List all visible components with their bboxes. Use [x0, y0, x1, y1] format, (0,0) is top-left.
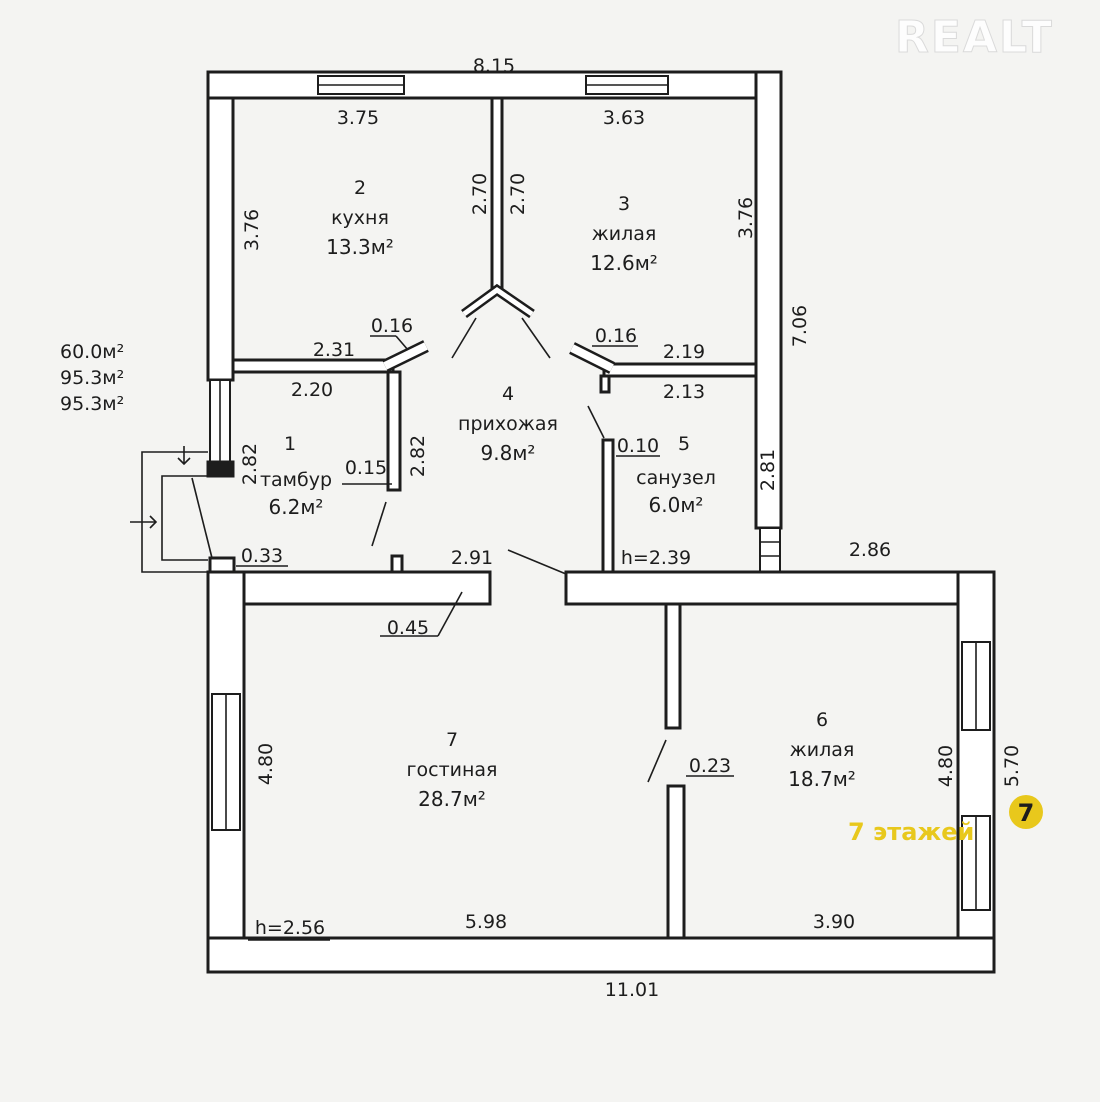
dim-living-wall: 0.45: [387, 617, 429, 639]
svg-text:6.2м²: 6.2м²: [269, 495, 324, 519]
wall-lower-top-left: [206, 570, 492, 606]
dim-room3-top: 3.63: [603, 107, 645, 129]
wall-living-room6-lower: [666, 784, 686, 940]
svg-text:18.7м²: 18.7м²: [788, 767, 856, 791]
dim-vestibule-right: 2.82: [407, 435, 429, 477]
dim-room3-bottom: 2.19: [663, 341, 705, 363]
svg-text:тамбур: тамбур: [260, 469, 332, 491]
dim-living-left: 4.80: [255, 743, 277, 785]
dim-living-bottom: 5.98: [465, 911, 507, 933]
room-living: 7 гостиная 28.7м²: [407, 729, 498, 811]
wall-lower-right: [956, 570, 996, 974]
dim-top-total: 8.15: [473, 55, 515, 77]
wall-bath-left: [601, 438, 615, 574]
total-area-1: 60.0м²: [60, 341, 124, 363]
svg-text:3: 3: [618, 193, 630, 215]
brand-logo: 7 этажей 7: [848, 795, 1043, 846]
svg-text:28.7м²: 28.7м²: [418, 787, 486, 811]
wall-upper-left: [206, 70, 235, 382]
room-kitchen: 2 кухня 13.3м²: [326, 177, 394, 259]
wall-kitchen-bottom: [231, 358, 395, 374]
dim-vestibule-top: 2.20: [291, 379, 333, 401]
dim-entry-wall: 0.33: [241, 545, 283, 567]
room-3: 3 жилая 12.6м²: [590, 193, 658, 275]
dim-vestibule-left: 2.82: [239, 443, 261, 485]
dim-living-height: h=2.56: [255, 917, 325, 939]
svg-text:7: 7: [1018, 799, 1035, 827]
dim-room6-right-inner: 4.80: [935, 745, 957, 787]
svg-text:4: 4: [502, 383, 514, 405]
svg-text:7: 7: [446, 729, 458, 751]
svg-text:9.8м²: 9.8м²: [481, 441, 536, 465]
dim-kitchen-bottom: 2.31: [313, 339, 355, 361]
window-bath: [759, 527, 781, 573]
dim-right-top: 2.86: [849, 539, 891, 561]
svg-text:13.3м²: 13.3м²: [326, 235, 394, 259]
svg-text:санузел: санузел: [636, 467, 716, 489]
room-bathroom: 5 санузел 6.0м²: [636, 433, 716, 517]
wall-lower-top-right: [564, 570, 994, 606]
dim-bottom-total: 11.01: [605, 979, 659, 1001]
total-area-2: 95.3м²: [60, 367, 124, 389]
wall-kitchen-room3: [490, 96, 504, 296]
svg-text:жилая: жилая: [592, 223, 657, 245]
dim-corridor-left: 2.70: [469, 173, 491, 215]
wall-lower-bottom: [206, 936, 996, 974]
svg-text:6.0м²: 6.0м²: [649, 493, 704, 517]
svg-text:гостиная: гостиная: [407, 759, 498, 781]
dim-bath-height: h=2.39: [621, 547, 691, 569]
svg-text:прихожая: прихожая: [458, 413, 558, 435]
dim-corridor-right: 2.70: [507, 173, 529, 215]
svg-text:6: 6: [816, 709, 828, 731]
dim-kitchen-wall: 0.16: [371, 315, 413, 337]
dim-right-outer: 7.06: [789, 305, 811, 347]
dim-bath-right: 2.81: [757, 449, 779, 491]
dim-room3-right: 3.76: [735, 197, 757, 239]
dim-kitchen-top: 3.75: [337, 107, 379, 129]
svg-text:жилая: жилая: [790, 739, 855, 761]
svg-text:2: 2: [354, 177, 366, 199]
dim-kitchen-left: 3.76: [241, 209, 263, 251]
svg-text:7 этажей: 7 этажей: [848, 818, 974, 846]
wall-vestibule-right: [386, 370, 402, 492]
total-area-3: 95.3м²: [60, 393, 124, 415]
dim-room6-right-outer: 5.70: [1001, 745, 1023, 787]
dim-bath-wall: 0.10: [617, 435, 659, 457]
wall-room3-bottom: [602, 362, 758, 378]
svg-text:5: 5: [678, 433, 690, 455]
wall-living-room6-upper: [664, 602, 682, 730]
dim-room3-wall: 0.16: [595, 325, 637, 347]
svg-text:кухня: кухня: [331, 207, 389, 229]
dim-partition: 0.23: [689, 755, 731, 777]
dim-bath-top: 2.13: [663, 381, 705, 403]
room-hallway: 4 прихожая 9.8м²: [458, 383, 558, 465]
dim-vestibule-wall: 0.15: [345, 457, 387, 479]
svg-text:12.6м²: 12.6м²: [590, 251, 658, 275]
svg-text:1: 1: [284, 433, 296, 455]
room-6: 6 жилая 18.7м²: [788, 709, 856, 791]
watermark-logo: REALT: [895, 12, 1054, 63]
dim-room6-bottom: 3.90: [813, 911, 855, 933]
dim-hall-opening: 2.91: [451, 547, 493, 569]
room-vestibule: 1 тамбур 6.2м²: [260, 433, 332, 519]
